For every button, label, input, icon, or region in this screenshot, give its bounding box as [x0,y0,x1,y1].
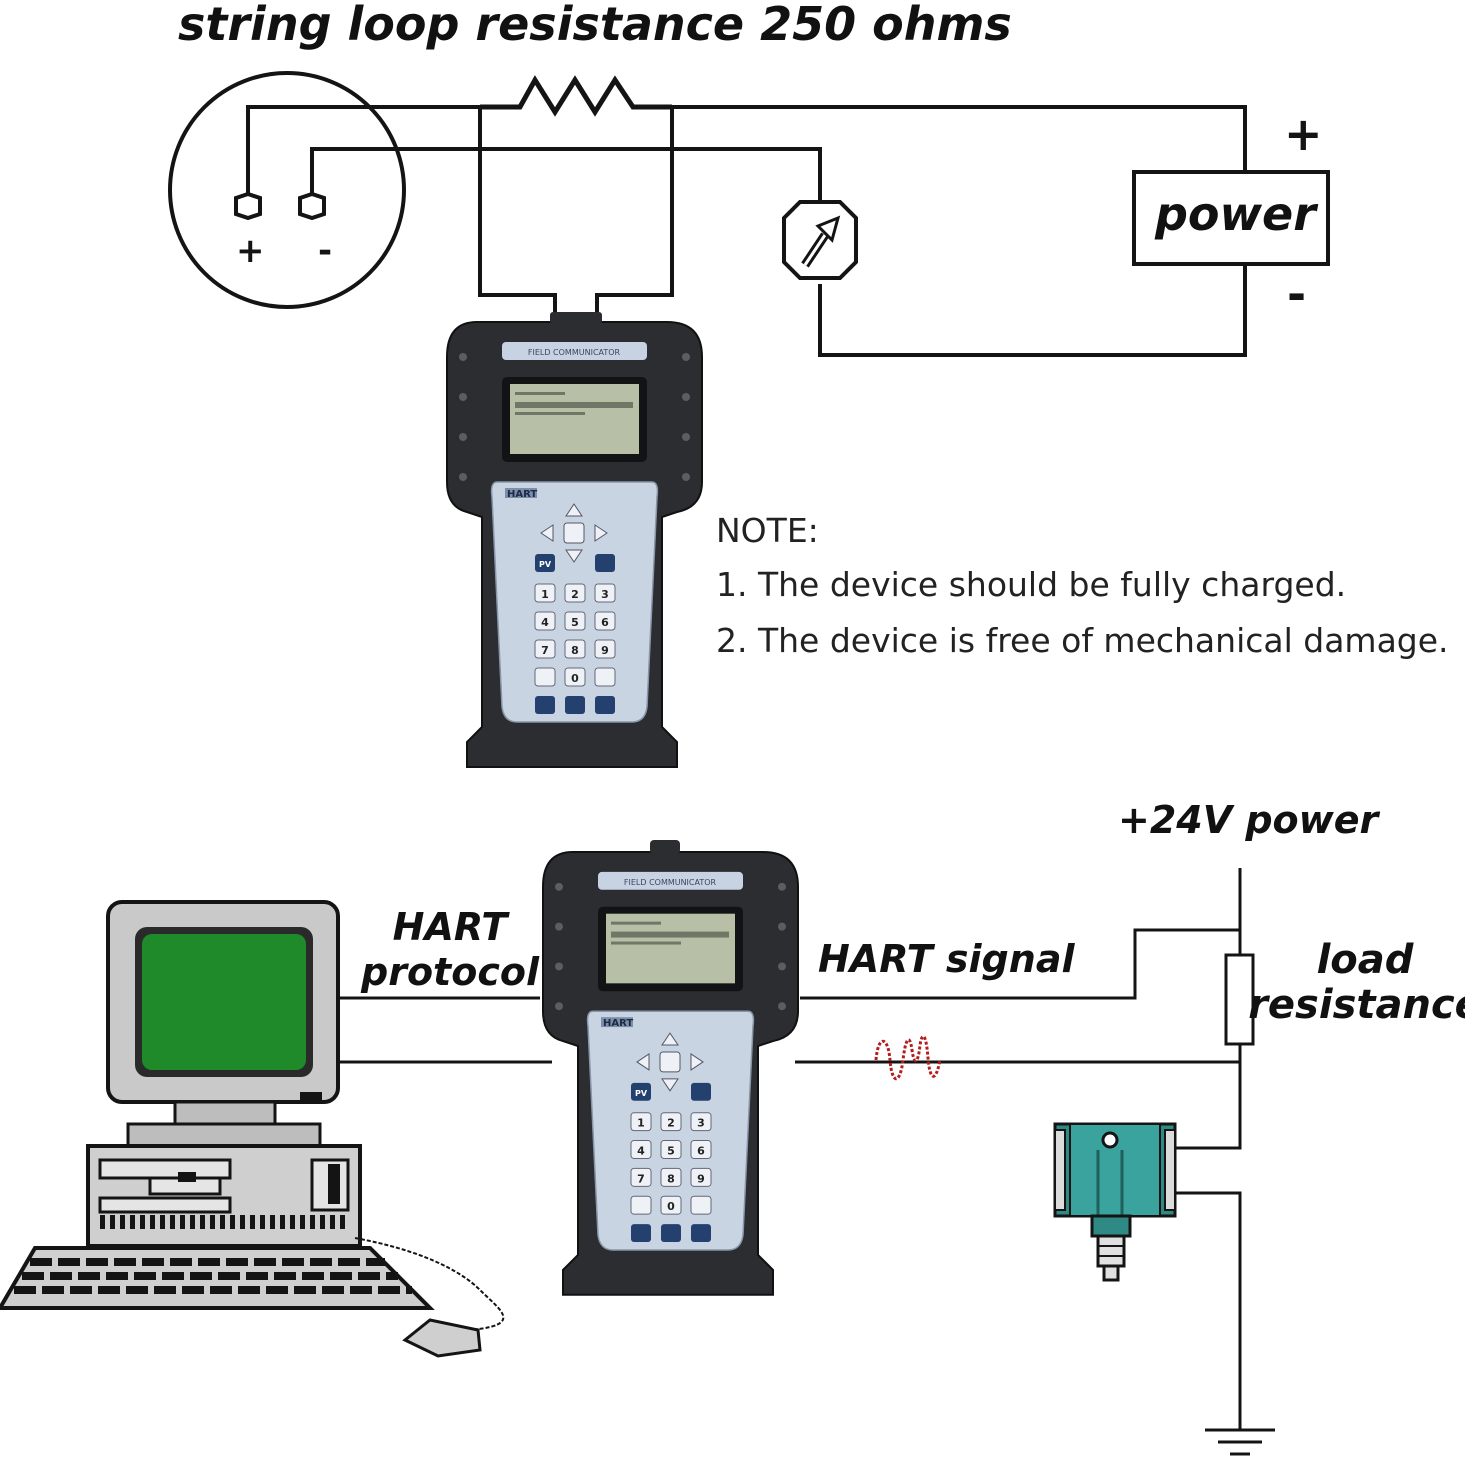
field-communicator-bottom: FIELD COMMUNICATOR HART PV 1 2 3 4 5 6 7… [542,851,799,1296]
device-top-connector [550,312,602,324]
loop-resistance-title: string loop resistance 250 ohms [178,0,1012,51]
terminal-minus-screw [298,191,326,221]
hart-signal-wave [874,1035,942,1081]
note-item-2: 2. The device is free of mechanical dama… [716,621,1449,660]
protocol-wires [338,996,552,1064]
signal-wires [795,868,1242,1430]
key-6: 6 [697,1145,705,1158]
key-7: 7 [637,1172,645,1185]
supply-voltage-label: +24V power [1118,798,1381,842]
device-label: FIELD COMMUNICATOR [528,348,621,357]
key-6: 6 [601,616,609,629]
key-1: 1 [637,1117,645,1130]
load-resistance-label-line1: load [1317,937,1414,983]
load-resistor [1224,953,1255,1046]
supply-plus-label: + [1284,107,1323,161]
ground-icon [1205,1428,1275,1456]
key-1: 1 [541,588,549,601]
key-7: 7 [541,644,549,657]
key-4: 4 [541,616,549,629]
supply-minus-label: - [1287,267,1306,321]
notes-heading: NOTE: [716,511,819,550]
hart-signal-label: HART signal [818,937,1075,981]
key-2: 2 [571,588,579,601]
computer-icon [0,900,505,1358]
power-supply-box [1132,170,1330,266]
key-5: 5 [667,1145,675,1158]
loop-resistor [480,75,672,117]
terminal-plus-screw [234,191,262,221]
numeric-keys: 1 2 3 4 5 6 7 8 9 0 [541,588,609,685]
device-top-connector [650,840,680,854]
key-8: 8 [667,1172,675,1185]
notes-block: NOTE: 1. The device should be fully char… [716,511,1449,660]
key-0: 0 [571,672,579,685]
key-pv: PV [635,1089,648,1098]
key-9: 9 [601,644,609,657]
key-8: 8 [571,644,579,657]
top-loop-wiring [246,105,1247,357]
key-pv: PV [539,560,552,569]
key-3: 3 [601,588,609,601]
power-supply-label: power [1154,187,1319,241]
field-communicator-top: FIELD COMMUNICATOR HART PV 1 2 3 4 5 6 7… [446,321,703,768]
key-9: 9 [697,1172,705,1185]
device-label: FIELD COMMUNICATOR [624,878,717,887]
hart-protocol-label-line2: protocol [360,950,540,994]
key-2: 2 [667,1117,675,1130]
key-4: 4 [637,1145,645,1158]
terminal-minus-label: - [318,231,332,271]
note-item-1: 1. The device should be fully charged. [716,565,1346,604]
numeric-keys: 1 2 3 4 5 6 7 8 9 0 [637,1117,705,1214]
device-brand: HART [603,1018,633,1029]
pressure-transmitter-icon [1053,1122,1177,1282]
transmitter-terminal-housing [168,71,406,309]
terminal-plus-label: + [236,231,265,271]
hart-protocol-label-line1: HART [393,905,511,949]
key-0: 0 [667,1200,675,1213]
load-resistance-label-line2: resistance [1248,982,1465,1028]
ammeter-icon [782,200,858,280]
device-brand: HART [507,489,537,500]
key-3: 3 [697,1117,705,1130]
key-5: 5 [571,616,579,629]
